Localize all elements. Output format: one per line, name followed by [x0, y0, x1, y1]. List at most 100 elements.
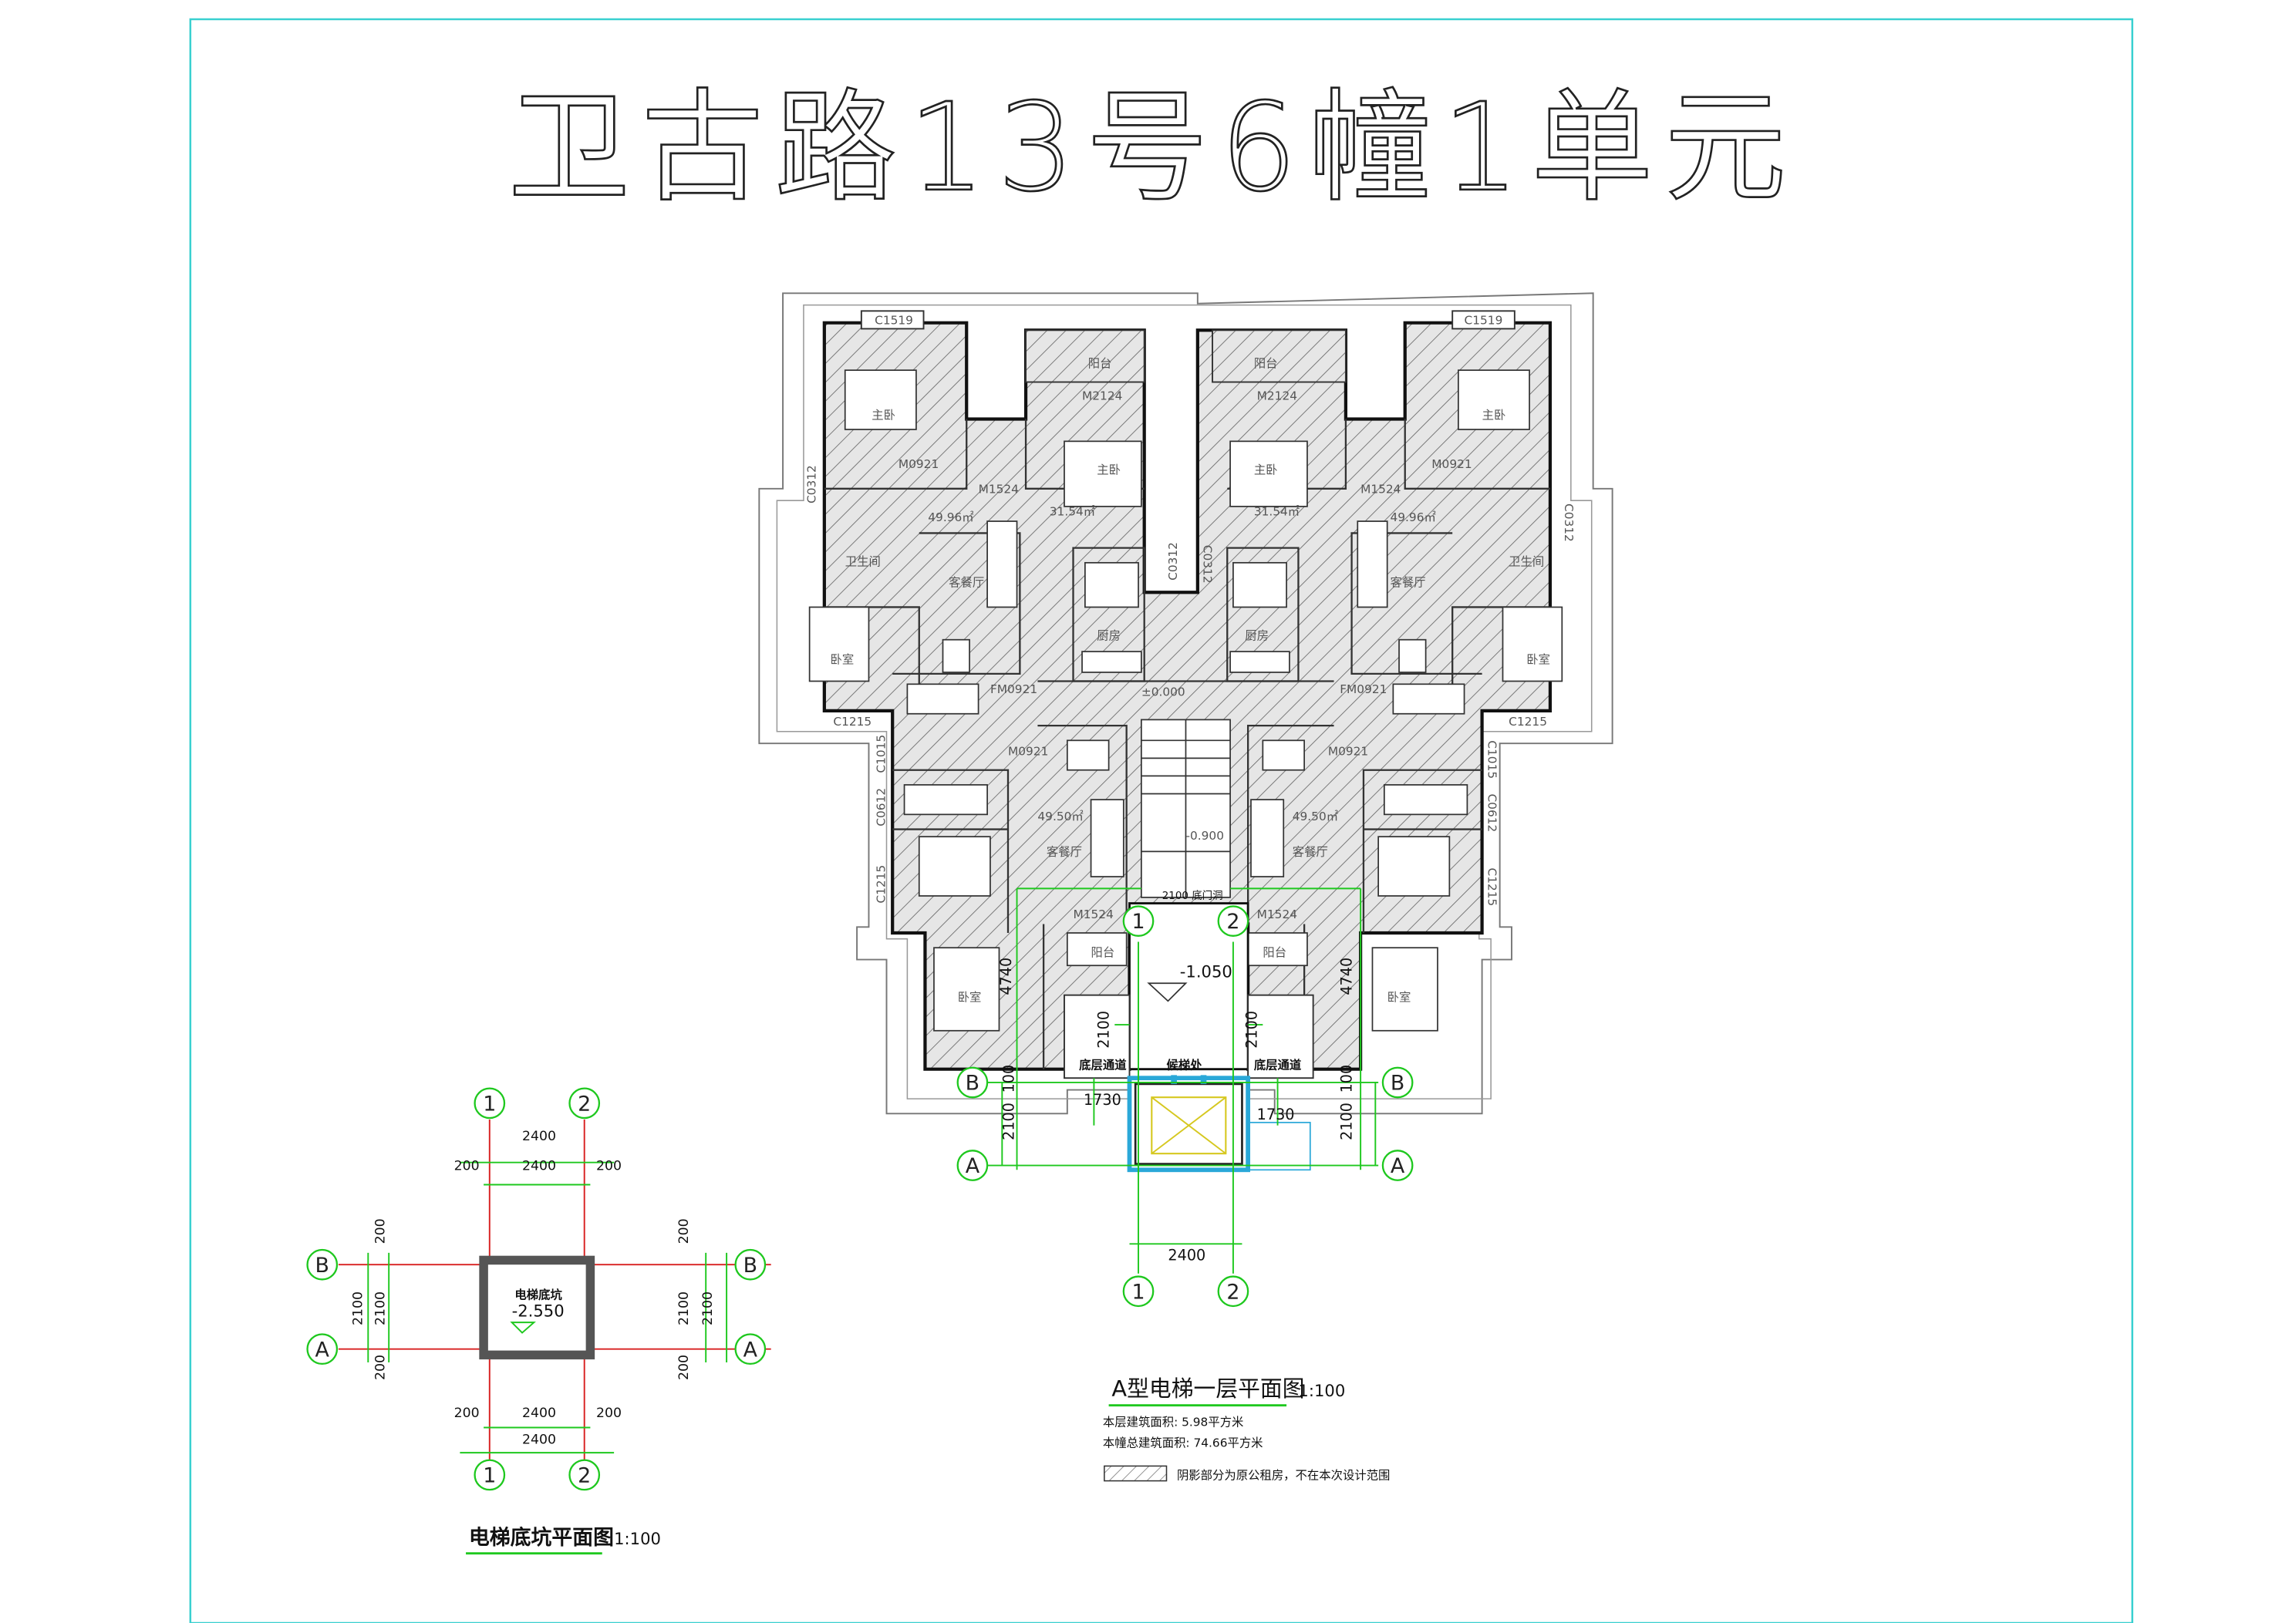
axis-1-bottom: 1	[1131, 1280, 1145, 1304]
axis-bubble-1-bottom	[1122, 1275, 1155, 1308]
window-c0612-right: C0612	[1485, 793, 1499, 832]
door-m2124-right: M2124	[1257, 389, 1297, 403]
dimension-label: 200	[676, 1355, 692, 1380]
dimension-label: 200	[373, 1355, 388, 1380]
dimension-label: 200	[676, 1218, 692, 1244]
elevator-lobby-label: 候梯处	[1167, 1058, 1203, 1072]
axis-2-top: 2	[1226, 910, 1239, 934]
room-17: 阳台	[1091, 946, 1115, 960]
room-16: 客餐厅	[1293, 845, 1328, 859]
passage-right-label: 底层通道	[1254, 1058, 1302, 1072]
axis-bubble-1-top	[1122, 905, 1155, 937]
dim-4740-right: 4740	[1338, 958, 1356, 995]
dimension-label: 2400	[522, 1406, 556, 1421]
axis-bubble-b-right	[1381, 1066, 1414, 1099]
dimension-label: 2100	[700, 1291, 716, 1325]
main-axis-bubbles	[956, 905, 1414, 1308]
dimension-label: 2100	[373, 1291, 388, 1325]
room-3: 主卧	[1482, 409, 1506, 423]
dim-1730-left: 1730	[1084, 1091, 1121, 1109]
window-c1215-left: C1215	[833, 715, 872, 729]
door-m0921-a: M0921	[899, 457, 939, 471]
room-4: 卧室	[1526, 652, 1550, 666]
pit-axis-b-right: B	[743, 1254, 757, 1278]
dim-100-left: 100	[1000, 1065, 1018, 1093]
room-1: 主卧	[872, 409, 895, 423]
room-19: 卧室	[958, 990, 982, 1004]
stair-core	[1140, 719, 1231, 898]
room-5: 客餐厅	[949, 576, 984, 590]
dining-tables	[942, 638, 1427, 771]
door-m0921-c: M0921	[1008, 745, 1048, 759]
window-c1215-right: C1215	[1509, 715, 1547, 729]
room-14: 主卧	[1254, 463, 1278, 477]
dimension-label: 2400	[522, 1433, 556, 1448]
dimension-label: 200	[454, 1406, 480, 1421]
window-c1015-right: C1015	[1485, 740, 1499, 779]
axis-a-right: A	[1391, 1154, 1405, 1178]
room-2: 卧室	[831, 652, 855, 666]
balcony-top-right	[1212, 329, 1347, 383]
pit-axis-b-left: B	[315, 1254, 329, 1278]
area-6: 49.50㎡	[1293, 810, 1338, 823]
pit-axis-labels: 1 2 1 2 B A B A	[315, 1092, 758, 1487]
balcony-top-left	[1025, 329, 1145, 383]
level-stair-lower: -0.900	[1185, 829, 1224, 843]
pit-level-marker	[510, 1322, 536, 1334]
dimension-label: 200	[596, 1158, 622, 1173]
room-6: 客餐厅	[1391, 576, 1426, 590]
door-m1524-bottom-right: M1524	[1257, 907, 1297, 921]
legend-hatch-swatch	[1104, 1465, 1168, 1482]
room-18: 阳台	[1263, 946, 1286, 960]
sheet-title: 卫古路13号6幢1单元	[508, 78, 1798, 219]
window-c0312-mid-right: C0312	[1201, 545, 1215, 584]
plan-text-labels: C1519 C1519 C0312 C0312 C0312 C0312 C121…	[804, 314, 1576, 1005]
main-scale: 1:100	[1298, 1381, 1345, 1400]
pit-plan: 电梯底坑 -2.550 1 2 1 2 B A B A 2400 2400 20…	[306, 1087, 771, 1555]
window-c0612-left: C0612	[875, 788, 888, 827]
main-dimension-lines	[987, 887, 1379, 1274]
roof-inner	[776, 304, 1593, 1099]
entry-level: -1.050	[1180, 962, 1232, 982]
door-m1524-right: M1524	[1360, 483, 1401, 497]
dim-1730-right: 1730	[1257, 1106, 1295, 1123]
door-m2124-left: M2124	[1082, 389, 1122, 403]
passage-right	[1247, 994, 1314, 1079]
window-c0312-right: C0312	[1562, 503, 1576, 542]
elevator-shaft	[1127, 1075, 1311, 1173]
window-c1015-left: C1015	[875, 735, 888, 773]
axis-1-top: 1	[1131, 910, 1145, 934]
door-m1524-left: M1524	[979, 483, 1019, 497]
room-13: 主卧	[1097, 463, 1121, 477]
dim-2100-right-a: 2100	[1338, 1103, 1356, 1140]
axis-b-right: B	[1391, 1072, 1404, 1096]
sheet-frame	[189, 18, 2134, 1623]
dimension-label: 200	[373, 1218, 388, 1244]
pit-axis-1-bottom: 1	[483, 1464, 496, 1488]
room-7: 厨房	[1097, 629, 1121, 643]
dimension-label: 200	[596, 1406, 622, 1421]
dim-span-bottom: 2400	[1168, 1246, 1205, 1264]
window-box-right	[1451, 310, 1515, 330]
room-10: 卫生间	[1509, 555, 1544, 569]
pit-axis-bubbles	[306, 1087, 767, 1491]
legend-text: 阴影部分为原公租房，不在本次设计范围	[1177, 1469, 1390, 1483]
area-5: 49.50㎡	[1037, 810, 1083, 823]
dimension-label: 2100	[351, 1291, 366, 1325]
door-m0921-d: M0921	[1328, 745, 1368, 759]
dimension-label: 2100	[676, 1291, 692, 1325]
entry-labels: 2100 底门洞 -1.050 候梯处 底层通道 底层通道	[1079, 890, 1302, 1072]
dim-100-right: 100	[1338, 1065, 1356, 1093]
window-c0312-mid-left: C0312	[1166, 542, 1180, 581]
window-c1519-left: C1519	[875, 314, 913, 328]
door-fm0921-right: FM0921	[1340, 682, 1387, 696]
main-caption: A型电梯一层平面图	[1111, 1376, 1304, 1402]
axis-b-left: B	[966, 1072, 979, 1096]
window-c0312-left: C0312	[804, 465, 818, 503]
window-box-left	[860, 310, 925, 330]
pit-dimension-text: 2400 2400 200 200 2400 2400 200 200 2100…	[351, 1129, 716, 1448]
dim-2100-right-b: 2100	[1243, 1011, 1261, 1049]
room-11: 阳台	[1088, 356, 1112, 370]
passage-left	[1064, 994, 1131, 1079]
